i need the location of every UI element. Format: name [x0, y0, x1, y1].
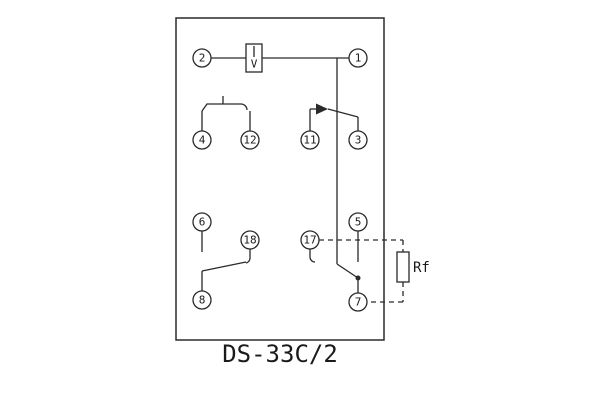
terminal-6: 6: [192, 212, 212, 232]
terminal-7: 7: [348, 292, 368, 312]
terminal-circle: [300, 230, 320, 250]
terminal-circle: [348, 48, 368, 68]
contact-6-18-8: [201, 231, 251, 291]
terminal-label: 4: [199, 134, 206, 147]
terminal-label: 11: [303, 134, 316, 147]
terminal-12: 12: [240, 130, 260, 150]
terminal-label: 5: [355, 216, 362, 229]
contact-hook-18: [245, 257, 251, 264]
terminal-label: 1: [355, 52, 362, 65]
terminal-label: 3: [355, 134, 362, 147]
terminal-label: 18: [243, 234, 256, 247]
terminal-4: 4: [192, 130, 212, 150]
contact-hook-17: [309, 256, 316, 263]
terminal-2: 2: [192, 48, 212, 68]
contact-hook-12: [240, 103, 248, 111]
external-resistor-circuit: Rf: [319, 239, 430, 303]
contact-4-12: [201, 96, 251, 131]
terminal-circle: [240, 230, 260, 250]
terminal-label: 2: [199, 52, 206, 65]
contact-blade-4-12: [201, 103, 241, 112]
terminal-8: 8: [192, 290, 212, 310]
terminal-label: 17: [303, 234, 316, 247]
contact-17-5-7: [309, 231, 361, 293]
terminal-circle: [348, 292, 368, 312]
contact-blade-main-7: [336, 263, 359, 279]
terminal-circle: [348, 130, 368, 150]
terminal-circle: [348, 212, 368, 232]
terminal-3: 3: [348, 130, 368, 150]
terminal-label: 7: [355, 296, 362, 309]
resistor-label: Rf: [413, 260, 430, 276]
terminal-label: 8: [199, 294, 206, 307]
terminal-18: 18: [240, 230, 260, 250]
contact-11-3: [309, 103, 359, 131]
terminal-5: 5: [348, 212, 368, 232]
contact-blade-11-3: [327, 108, 359, 118]
terminal-circle: [192, 48, 212, 68]
enclosure-border: [175, 17, 385, 341]
contact-blade-8-18: [201, 261, 247, 272]
terminal-circle: [240, 130, 260, 150]
diagram-title: DS-33C/2: [222, 340, 338, 368]
terminal-circle: [192, 130, 212, 150]
terminal-label: 12: [243, 134, 256, 147]
terminal-11: 11: [300, 130, 320, 150]
terminal-circle: [300, 130, 320, 150]
contact-arrow-icon: [316, 103, 328, 115]
terminal-17: 17: [300, 230, 320, 250]
terminal-1: 1: [348, 48, 368, 68]
resistor-box: [396, 251, 410, 283]
coil-label: V: [251, 58, 258, 71]
terminal-label: 6: [199, 216, 206, 229]
terminal-circle: [192, 212, 212, 232]
terminal-circle: [192, 290, 212, 310]
